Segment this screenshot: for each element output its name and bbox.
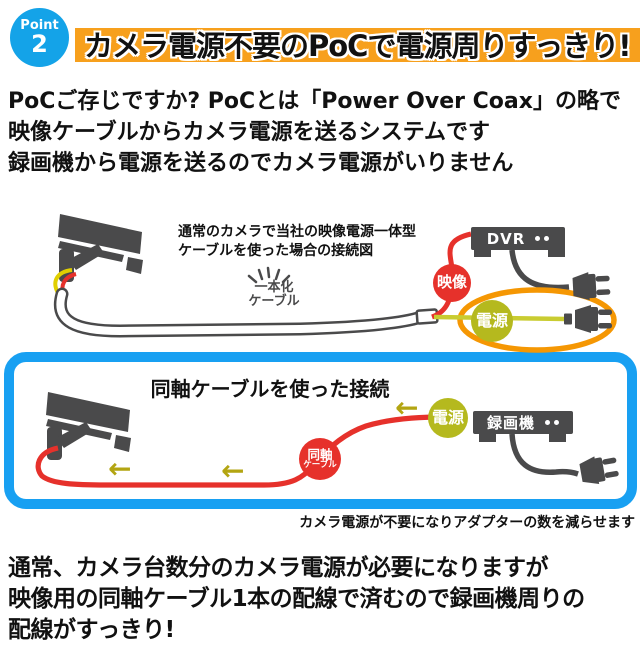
flow-arrow-icon: ← <box>221 454 245 487</box>
point-badge-label: Point <box>20 18 59 33</box>
recorder-foot-left <box>479 433 496 442</box>
flow-arrow-icon: ← <box>108 452 132 485</box>
power-badge-label: 電源 <box>431 407 464 427</box>
coax-cable-line <box>35 414 448 488</box>
recorder-label: 録画機 <box>486 414 535 432</box>
headline-banner <box>75 28 640 62</box>
page-title: カメラ電源不要のPoCで電源周りすっきり! <box>84 29 632 63</box>
indicator-dots-icon <box>535 236 550 241</box>
intro-line-1: PoCご存じですか? PoCとは「Power Over Coax」の略で <box>8 89 621 114</box>
outro-line-1: 通常、カメラ台数分のカメラ電源が必要になりますが <box>8 555 549 581</box>
video-badge-label: 映像 <box>436 273 467 292</box>
diagram1-caption-line2: ケーブルを使った場合の接続図 <box>178 243 374 259</box>
power-badge: 電源 <box>471 300 513 342</box>
coax-badge: 同軸 ケーブル <box>299 438 341 480</box>
dvr-box: DVR <box>471 227 565 250</box>
combined-cable-core <box>56 290 425 336</box>
power-badge-label: 電源 <box>475 310 508 330</box>
video-badge: 映像 <box>433 264 471 302</box>
dvr-foot-right <box>548 248 565 257</box>
outro-paragraph: 通常、カメラ台数分のカメラ電源が必要になりますが 映像用の同軸ケーブル1本の配線… <box>8 553 585 646</box>
coax-badge-line1: 同軸 <box>307 446 333 462</box>
dvr-power-cord <box>509 249 570 291</box>
combined-cable-label: 一本化 ケーブル <box>234 281 314 308</box>
intro-paragraph: PoCご存じですか? PoCとは「Power Over Coax」の略で 映像ケ… <box>8 86 621 179</box>
diagram2-title: 同軸ケーブルを使った接続 <box>150 377 390 401</box>
intro-line-2: 映像ケーブルからカメラ電源を送るシステムです <box>8 120 491 145</box>
dvr-label: DVR <box>486 229 526 248</box>
outro-line-3: 配線がすっきり! <box>8 617 175 643</box>
flow-arrow-icon: ← <box>395 391 419 424</box>
power-plug-icon <box>578 452 620 487</box>
dvr-foot-left <box>474 248 491 257</box>
point-badge: Point 2 <box>10 8 69 67</box>
combined-cable-label-line2: ケーブル <box>248 293 300 309</box>
coax-badge-line2: ケーブル <box>303 460 337 471</box>
outro-line-2: 映像用の同軸ケーブル1本の配線で済むので録画機周りの <box>8 586 585 612</box>
point-badge-number: 2 <box>31 30 48 58</box>
plug-connector <box>564 313 572 325</box>
cctv-camera-icon <box>46 392 131 460</box>
recorder-power-cord <box>509 433 579 477</box>
combined-cable-label-line1: 一本化 <box>254 280 294 295</box>
indicator-dots-icon <box>545 420 559 425</box>
adapter-note: カメラ電源が不要になりアダプターの数を減らせます <box>299 515 635 531</box>
recorder-box: 録画機 <box>473 411 573 434</box>
highlight-ellipse <box>457 287 617 353</box>
recorder-foot-right <box>549 433 566 442</box>
diagram1-caption: 通常のカメラで当社の映像電源一体型 ケーブルを使った場合の接続図 <box>178 223 416 261</box>
emphasis-marks-icon <box>247 266 291 284</box>
power-plug-icon <box>572 271 611 301</box>
intro-line-3: 録画機から電源を送るのでカメラ電源がいりません <box>8 151 514 176</box>
power-badge: 電源 <box>428 398 468 438</box>
diagram1-caption-line1: 通常のカメラで当社の映像電源一体型 <box>178 224 416 240</box>
